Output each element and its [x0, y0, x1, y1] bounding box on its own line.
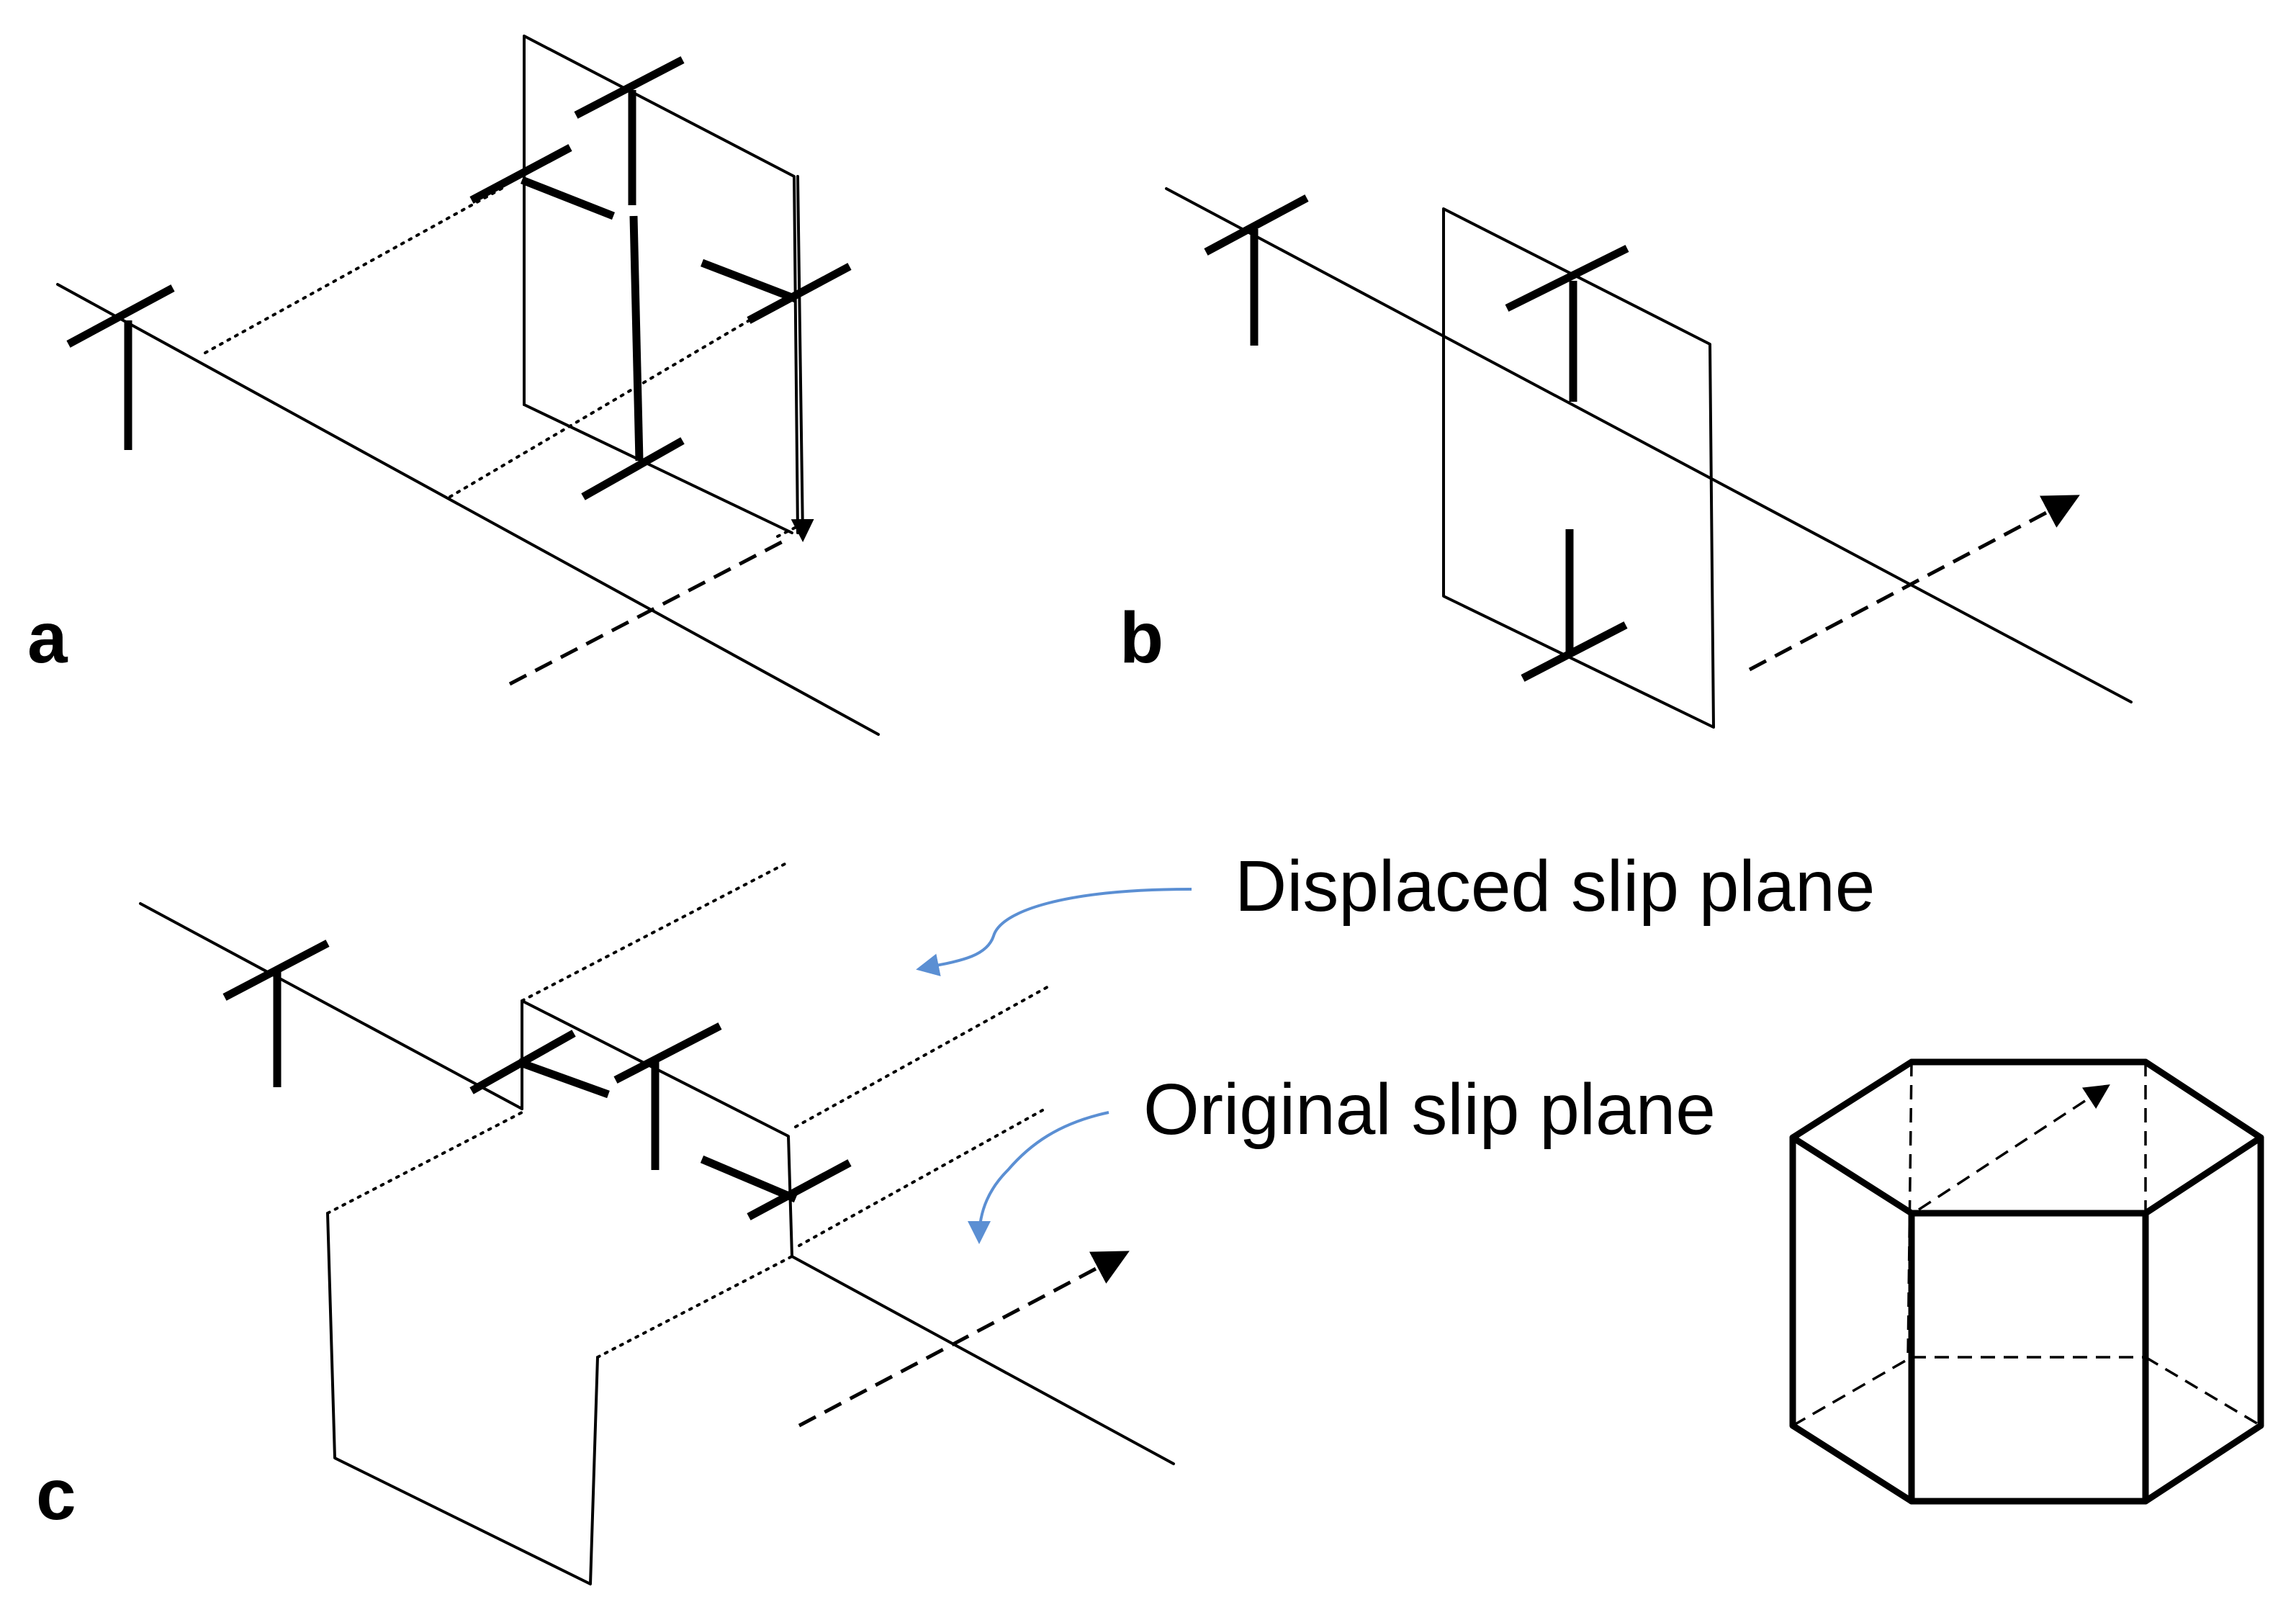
dotted-guide [204, 186, 505, 354]
panel-label-a: a [27, 598, 68, 678]
edge-dislocation-t-icon [574, 56, 685, 205]
dotted-guide [596, 1255, 793, 1359]
edge-dislocation-t-icon [700, 1155, 852, 1220]
edge-dislocation-t-icon [581, 215, 685, 500]
dashed-arrow-icon [1918, 1084, 2110, 1211]
edge-dislocation-t-icon [469, 1030, 610, 1099]
dotted-guide [449, 294, 793, 498]
dotted-guide [326, 1111, 523, 1215]
dotted-guide [798, 1109, 1044, 1247]
dotted-guide [794, 984, 1053, 1128]
edge-dislocation-t-icon [613, 1022, 722, 1170]
dislocation-line-lower [791, 1255, 1175, 1465]
slip-plane-c [326, 1212, 599, 1585]
hexagonal-prism-icon [1789, 1058, 2264, 1505]
edge-dislocation-t-icon [1204, 194, 1309, 346]
panel-c: Displaced slip plane Original slip plane… [36, 846, 1875, 1585]
edge-dislocation-t-icon [222, 940, 330, 1087]
panel-label-c: c [36, 1454, 76, 1535]
callout-arrow-displaced [916, 888, 1192, 976]
callout-arrow-original [968, 1111, 1109, 1244]
dislocation-line-upper [139, 902, 523, 1110]
panel-b: b [1120, 187, 2133, 729]
slip-plane-a [523, 35, 799, 534]
burgers-vector-b [1748, 495, 2080, 672]
panel-a: a [27, 35, 880, 736]
slip-plane-a-bottom [523, 403, 793, 534]
edge-dislocation-t-icon [66, 284, 175, 450]
callout-displaced-slip-plane: Displaced slip plane [1235, 846, 1875, 927]
dislocation-line-a [56, 283, 880, 736]
edge-dislocation-t-icon [701, 258, 852, 324]
burgers-vector-c [798, 1251, 1130, 1428]
slip-plane-b [1442, 207, 1715, 729]
panel-label-b: b [1120, 598, 1163, 678]
dotted-guide [521, 863, 786, 1002]
dislocation-line-b [1165, 187, 2133, 703]
slip-direction-arrow [791, 175, 814, 542]
callout-original-slip-plane: Original slip plane [1143, 1069, 1716, 1150]
burgers-vector-a [508, 536, 790, 686]
edge-dislocation-t-icon [1505, 245, 1629, 402]
edge-dislocation-t-icon [469, 144, 616, 220]
edge-dislocation-t-icon [1521, 529, 1628, 682]
